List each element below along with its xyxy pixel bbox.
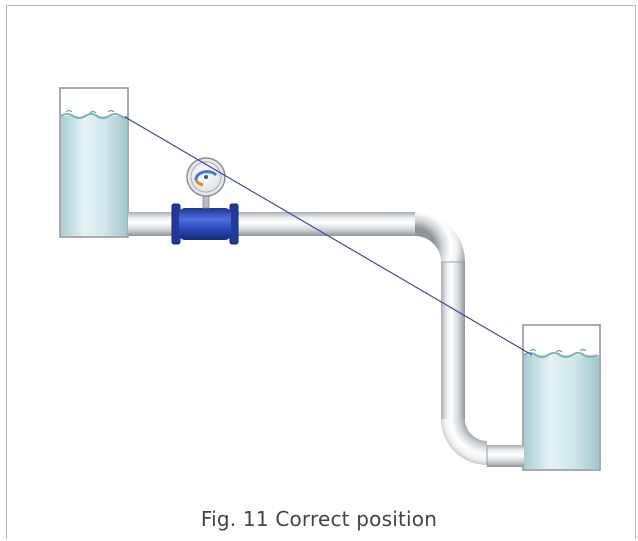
figure-caption: Fig. 11 Correct position — [200, 507, 438, 531]
pressure-gauge-icon — [186, 157, 226, 197]
level-reference-line — [124, 116, 533, 356]
flow-meter-icon — [171, 193, 239, 245]
left-tank — [59, 87, 129, 238]
figure-frame — [6, 5, 636, 539]
right-tank — [522, 324, 601, 471]
pipe — [128, 212, 524, 467]
